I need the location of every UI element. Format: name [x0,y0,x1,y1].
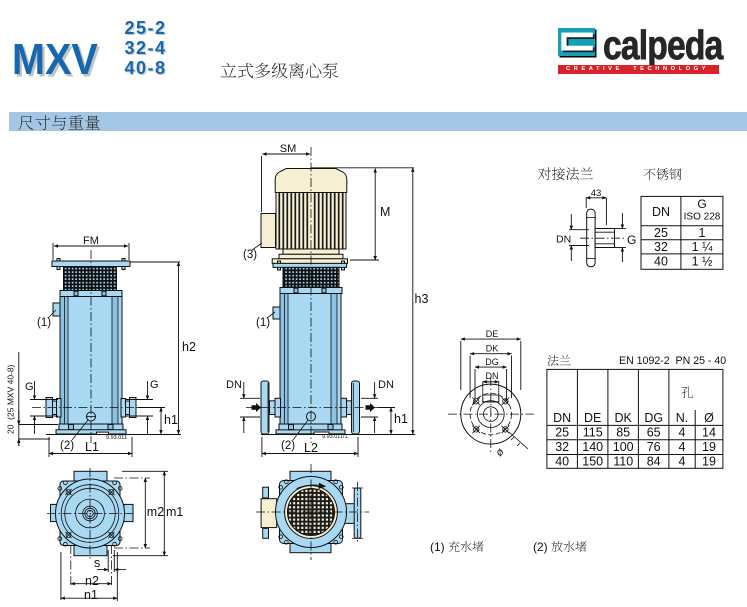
svg-text:1: 1 [699,226,706,240]
svg-text:DG: DG [644,411,663,425]
svg-text:M: M [380,205,390,219]
svg-text:L1: L1 [85,440,99,454]
svg-text:1 ¼: 1 ¼ [692,240,713,254]
svg-text:h1: h1 [394,412,408,426]
svg-text:(1): (1) [430,540,445,554]
svg-text:DN: DN [486,371,499,381]
svg-text:(1): (1) [37,317,51,329]
svg-text:s: s [94,556,100,570]
svg-text:SM: SM [280,143,297,155]
svg-text:(3): (3) [243,249,257,261]
svg-text:(2): (2) [533,540,548,554]
svg-text:DN: DN [226,379,242,391]
svg-text:L2: L2 [304,441,318,455]
svg-text:25: 25 [654,226,668,240]
svg-text:25: 25 [555,426,569,440]
svg-text:DK: DK [486,344,499,354]
svg-text:G: G [150,379,159,391]
svg-text:85: 85 [616,426,630,440]
svg-text:115: 115 [583,426,603,440]
svg-text:G: G [627,233,636,247]
svg-text:h1: h1 [164,413,178,427]
svg-text:ISO 228: ISO 228 [684,212,721,223]
svg-text:14: 14 [702,426,716,440]
svg-text:n1: n1 [84,588,98,602]
svg-text:140: 140 [582,440,603,454]
svg-text:84: 84 [647,454,661,468]
svg-text:4: 4 [679,454,686,468]
svg-text:DE: DE [486,329,499,339]
svg-text:m2: m2 [147,505,164,519]
svg-text:43: 43 [591,188,602,199]
svg-text:m1: m1 [166,505,183,519]
svg-text:Ø: Ø [704,411,714,425]
svg-text:19: 19 [702,440,716,454]
svg-text:DK: DK [615,411,633,425]
svg-text:9.93.011: 9.93.011 [106,435,127,441]
svg-text:EN 1092-2 PN 25 - 40: EN 1092-2 PN 25 - 40 [619,355,726,367]
svg-text:ø: ø [493,446,507,459]
svg-text:40: 40 [555,454,569,468]
svg-text:100: 100 [613,440,634,454]
svg-text:32: 32 [555,440,569,454]
svg-text:h2: h2 [182,340,196,354]
svg-text:65: 65 [647,426,661,440]
svg-text:h3: h3 [415,292,429,306]
svg-text:150: 150 [582,454,603,468]
svg-text:G: G [697,197,706,211]
svg-text:DN: DN [553,411,571,425]
svg-text:DG: DG [485,357,499,367]
svg-text:20 (25 MXV 40-8): 20 (25 MXV 40-8) [6,364,16,434]
svg-text:19: 19 [702,454,716,468]
svg-text:32: 32 [654,240,668,254]
svg-text:DN: DN [652,205,670,219]
svg-text:(2): (2) [60,440,74,452]
svg-text:DN: DN [556,234,571,246]
svg-text:40: 40 [654,255,668,269]
svg-text:4: 4 [679,426,686,440]
svg-text:(1): (1) [256,317,270,329]
svg-text:FM: FM [83,235,99,247]
svg-text:1 ½: 1 ½ [692,255,713,269]
svg-text:DE: DE [584,411,601,425]
svg-text:DN: DN [378,379,394,391]
svg-text:110: 110 [613,454,633,468]
svg-text:n2: n2 [85,574,99,588]
svg-text:G: G [25,381,34,393]
svg-text:4: 4 [679,440,686,454]
svg-text:(2): (2) [281,440,295,452]
svg-text:N.: N. [676,411,689,425]
svg-text:76: 76 [647,440,661,454]
svg-text:9.93.011/1: 9.93.011/1 [322,434,348,440]
